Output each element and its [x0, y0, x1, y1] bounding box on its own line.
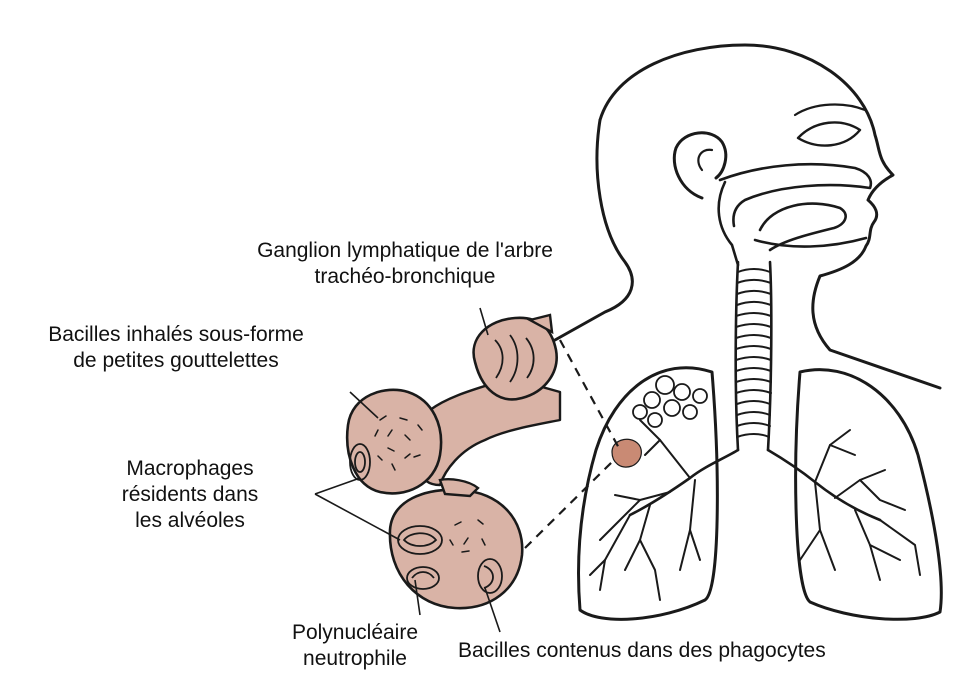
alveoli-cluster [633, 376, 707, 427]
alveolus-lower-neck [440, 479, 478, 496]
label-macrophages-line2: résidents dans [80, 482, 300, 508]
eye [798, 122, 860, 145]
back-of-neck [555, 120, 632, 340]
label-bacilles-inhales-line2: de petites gouttelettes [8, 348, 344, 374]
label-ganglion-line1: Ganglion lymphatique de l'arbre [195, 238, 615, 264]
alveolus-lower [390, 490, 522, 608]
label-polynucleaire: Polynucléaire neutrophile [245, 620, 465, 672]
eyebrow [795, 105, 865, 115]
trachea-rings [736, 269, 771, 437]
label-ganglion: Ganglion lymphatique de l'arbre trachéo-… [195, 238, 615, 290]
trachea-right [768, 262, 771, 450]
label-bacilles-inhales: Bacilles inhalés sous-forme de petites g… [8, 322, 344, 374]
label-ganglion-line2: trachéo-bronchique [195, 264, 615, 290]
bronchioles-right [800, 430, 920, 580]
alveolus-left [347, 390, 441, 494]
bronchioles-left [590, 420, 700, 600]
label-macrophages-line1: Macrophages [80, 456, 300, 482]
label-polynucleaire-line2: neutrophile [245, 646, 465, 672]
right-lung [796, 370, 942, 620]
label-polynucleaire-line1: Polynucléaire [245, 620, 465, 646]
trachea-left [736, 262, 738, 450]
label-bacilles-contenus: Bacilles contenus dans des phagocytes [458, 638, 826, 664]
magnified-structure [315, 308, 560, 632]
label-bacilles-contenus-text: Bacilles contenus dans des phagocytes [458, 639, 826, 662]
pharynx-back [719, 182, 738, 265]
bronchus-left [630, 450, 738, 515]
label-macrophages: Macrophages résidents dans les alvéoles [80, 456, 300, 534]
left-lung [579, 368, 718, 620]
jaw-line [755, 238, 866, 247]
label-bacilles-inhales-line1: Bacilles inhalés sous-forme [8, 322, 344, 348]
label-macrophages-line3: les alvéoles [80, 508, 300, 534]
ear-inner [698, 150, 712, 170]
nasal-cavity [720, 164, 871, 226]
